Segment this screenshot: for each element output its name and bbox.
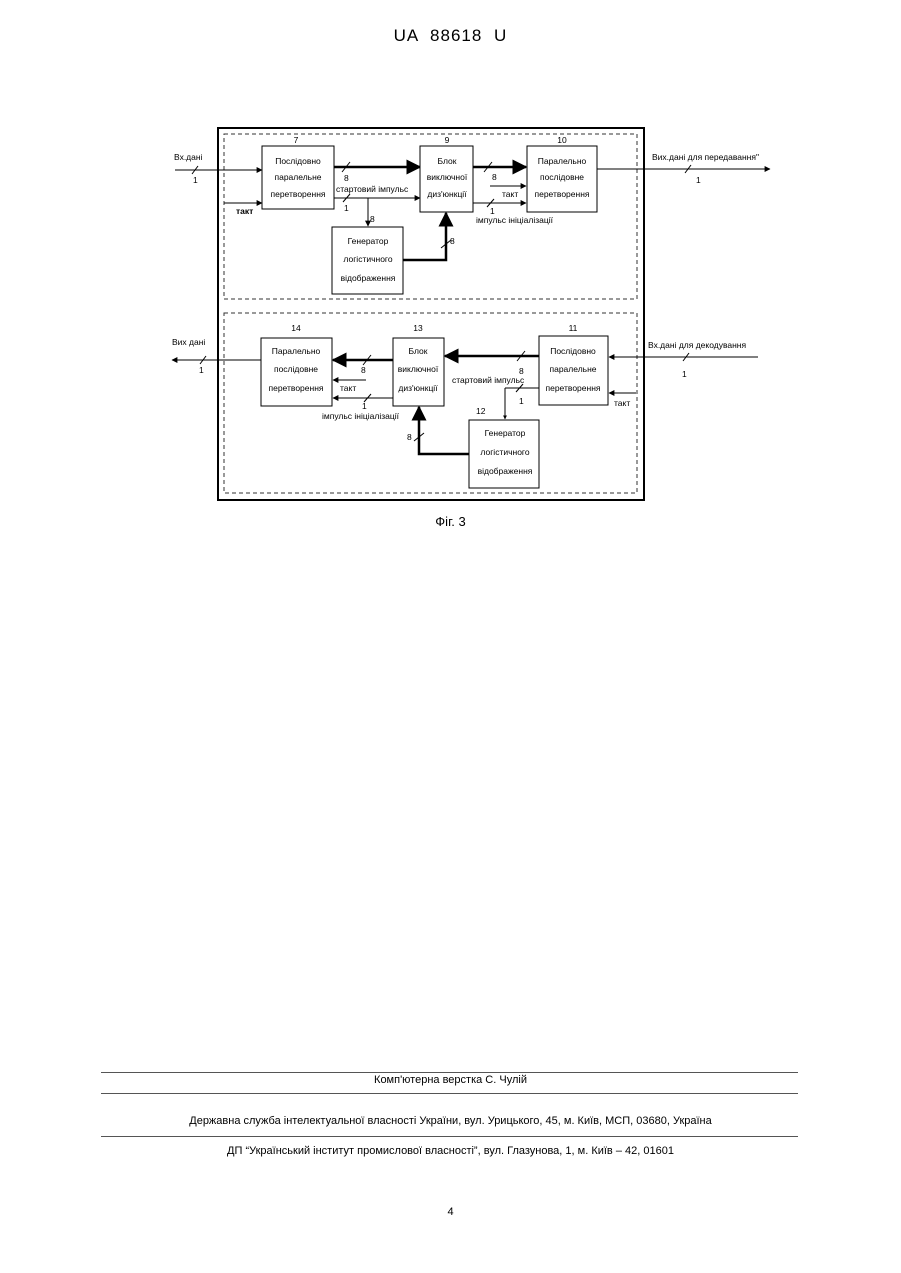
block-13-line1: Блок: [409, 346, 428, 356]
rx-width-2: 1: [519, 396, 524, 406]
figure-caption: Фіг. 3: [0, 514, 901, 529]
block-8-line2: логістичного: [343, 254, 392, 264]
block-11-line3: перетворення: [546, 383, 601, 393]
rx-init-pulse-label: імпульс ініціалізації: [322, 411, 400, 421]
tx-clock-label: такт: [236, 206, 253, 216]
block-10-line1: Паралельно: [538, 156, 587, 166]
tx-bus-width-d: 8: [492, 172, 497, 182]
tx-bus-width-c: 8: [450, 236, 455, 246]
block-8-line1: Генератор: [348, 236, 389, 246]
block-7-number: 7: [294, 135, 299, 145]
rx-clock-label: такт: [340, 383, 356, 393]
page-number: 4: [0, 1206, 901, 1218]
block-11-line1: Послідовно: [550, 346, 596, 356]
block-12-number: 12: [476, 406, 486, 416]
block-8-line3: відображення: [341, 273, 396, 283]
tx-input-width: 1: [193, 175, 198, 185]
rx-width-1: 1: [362, 401, 367, 411]
tx-output-label: Вих.дані для передавання": [652, 152, 759, 162]
block-8-number: 8: [370, 214, 375, 224]
rx-clock-label-2: такт: [614, 398, 630, 408]
block-14-number: 14: [291, 323, 301, 333]
block-diagram: Вх.дані 1 такт 7 Послідовно паралельне п…: [0, 0, 901, 540]
block-13-number: 13: [413, 323, 423, 333]
tx-clock-label-2: такт: [502, 189, 518, 199]
block-12-line2: логістичного: [480, 447, 529, 457]
block-13-line3: диз'юнкції: [398, 383, 438, 393]
rx-input-width: 1: [682, 369, 687, 379]
block-9-number: 9: [445, 135, 450, 145]
footer-divider-3: [101, 1136, 798, 1137]
agency-address: Державна служба інтелектуальної власност…: [0, 1115, 901, 1127]
block-10-line3: перетворення: [535, 189, 590, 199]
rx-output-label: Вих дані: [172, 337, 205, 347]
block-11-number: 11: [569, 323, 578, 333]
rx-bus-width-a: 8: [361, 365, 366, 375]
block-9-line2: виключної: [427, 172, 468, 182]
block-14-line1: Паралельно: [272, 346, 321, 356]
block-9-line1: Блок: [438, 156, 457, 166]
tx-start-pulse-label: стартовий імпульс: [336, 184, 409, 194]
tx-bus-width-b: 1: [344, 203, 349, 213]
rx-gen-to-xor: [419, 407, 469, 454]
tx-gen-to-xor: [403, 213, 446, 260]
tx-output-width: 1: [696, 175, 701, 185]
block-10-number: 10: [557, 135, 567, 145]
footer-divider-2: [101, 1093, 798, 1094]
block-12-line3: відображення: [478, 466, 533, 476]
block-7-line3: перетворення: [271, 189, 326, 199]
layout-credit: Комп'ютерна верстка С. Чулій: [0, 1074, 901, 1086]
block-10-line2: послідовне: [540, 172, 584, 182]
tx-input-label: Вх.дані: [174, 152, 203, 162]
tx-init-pulse-label: імпульс ініціалізації: [476, 215, 554, 225]
block-9-line3: диз'юнкції: [427, 189, 467, 199]
rx-output-width: 1: [199, 365, 204, 375]
tx-bus-width-a: 8: [344, 173, 349, 183]
institute-address: ДП “Український інститут промислової вла…: [0, 1145, 901, 1157]
block-13-line2: виключної: [398, 364, 439, 374]
block-7-line1: Послідовно: [275, 156, 321, 166]
block-14-line2: послідовне: [274, 364, 318, 374]
block-11-line2: паралельне: [550, 364, 597, 374]
block-7-line2: паралельне: [275, 172, 322, 182]
block-14-line3: перетворення: [269, 383, 324, 393]
rx-bus-width-c: 8: [407, 432, 412, 442]
rx-input-label: Вх.дані для декодування: [648, 340, 746, 350]
rx-start-pulse-label: стартовий імпульс: [452, 375, 525, 385]
footer-divider-1: [101, 1072, 798, 1073]
block-12-line1: Генератор: [485, 428, 526, 438]
